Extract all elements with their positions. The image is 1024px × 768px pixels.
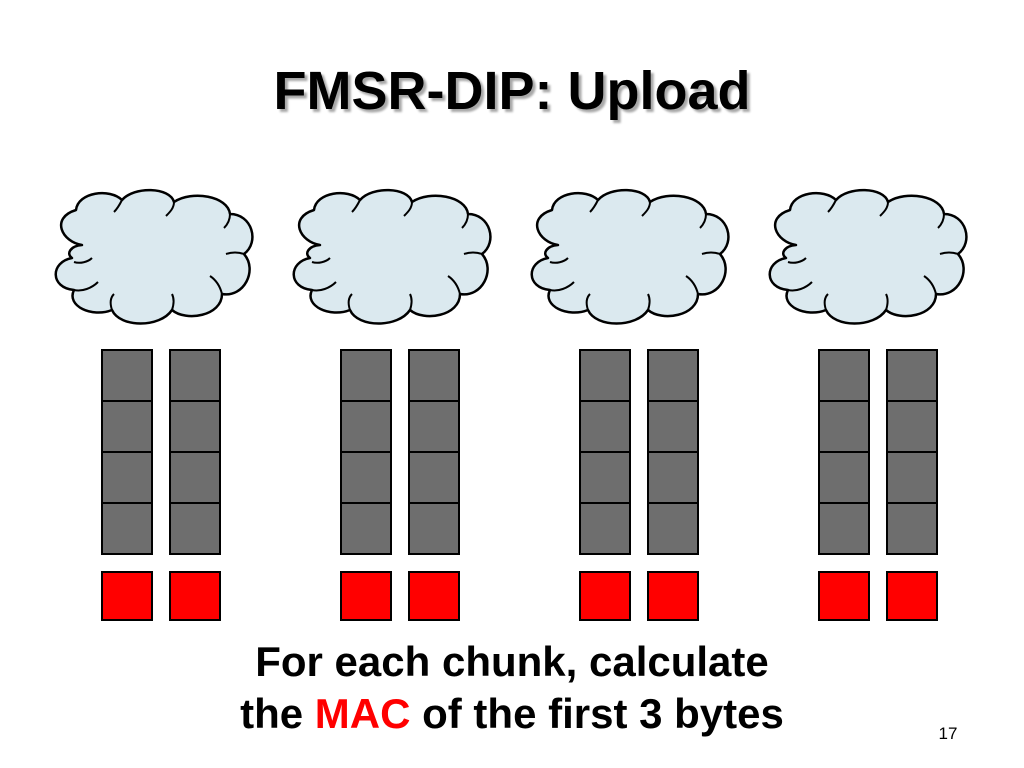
mac-block (579, 571, 631, 621)
storage-node-3 (530, 188, 730, 621)
slide-title: FMSR-DIP: Upload (273, 61, 751, 121)
chunk-block (647, 502, 699, 555)
chunk-block (579, 451, 631, 504)
chunk-block (886, 349, 938, 402)
storage-node-2 (292, 188, 492, 621)
chunk-block (647, 400, 699, 453)
mac-block (340, 571, 392, 621)
chunk-block (647, 349, 699, 402)
caption-line-2-post: of the first 3 bytes (410, 690, 784, 737)
chunk (169, 349, 221, 555)
caption-line-2-pre: the (240, 690, 315, 737)
chunk-block (169, 502, 221, 555)
chunk-block (408, 451, 460, 504)
mac-block (647, 571, 699, 621)
cloud-icon (768, 188, 968, 325)
mac-block (169, 571, 221, 621)
chunk-block (101, 502, 153, 555)
chunk-block (818, 400, 870, 453)
chunk-block (169, 451, 221, 504)
chunk-block (818, 349, 870, 402)
mac-block (886, 571, 938, 621)
chunk-block (647, 451, 699, 504)
chunk-block (579, 349, 631, 402)
storage-node-4 (768, 188, 968, 621)
chunk-block (169, 349, 221, 402)
chunk (818, 349, 870, 555)
chunk (886, 349, 938, 555)
chunk-block (408, 502, 460, 555)
chunk-block (818, 451, 870, 504)
caption-line-2: the MAC of the first 3 bytes (0, 688, 1024, 740)
slide-number: 17 (938, 724, 958, 743)
storage-node-1 (54, 188, 254, 621)
chunk-block (408, 349, 460, 402)
caption: For each chunk, calculate the MAC of the… (0, 636, 1024, 740)
chunk-block (408, 400, 460, 453)
chunk-block (169, 400, 221, 453)
chunk-block (101, 451, 153, 504)
mac-block (408, 571, 460, 621)
chunk (340, 349, 392, 555)
chunk-block (579, 400, 631, 453)
mac-highlight: MAC (314, 690, 411, 737)
chunk-block (340, 502, 392, 555)
chunk-block (579, 502, 631, 555)
cloud-icon (530, 188, 730, 325)
chunk-block (886, 451, 938, 504)
cloud-icon (292, 188, 492, 325)
mac-block (101, 571, 153, 621)
chunk-block (818, 502, 870, 555)
chunk (579, 349, 631, 555)
chunk (647, 349, 699, 555)
chunk (101, 349, 153, 555)
mac-block (818, 571, 870, 621)
cloud-icon (54, 188, 254, 325)
caption-line-1: For each chunk, calculate (255, 638, 769, 685)
chunk-block (886, 400, 938, 453)
chunk-block (340, 400, 392, 453)
chunk-block (340, 349, 392, 402)
chunk (408, 349, 460, 555)
chunk-block (101, 400, 153, 453)
chunk-block (101, 349, 153, 402)
chunk-block (340, 451, 392, 504)
chunk-block (886, 502, 938, 555)
